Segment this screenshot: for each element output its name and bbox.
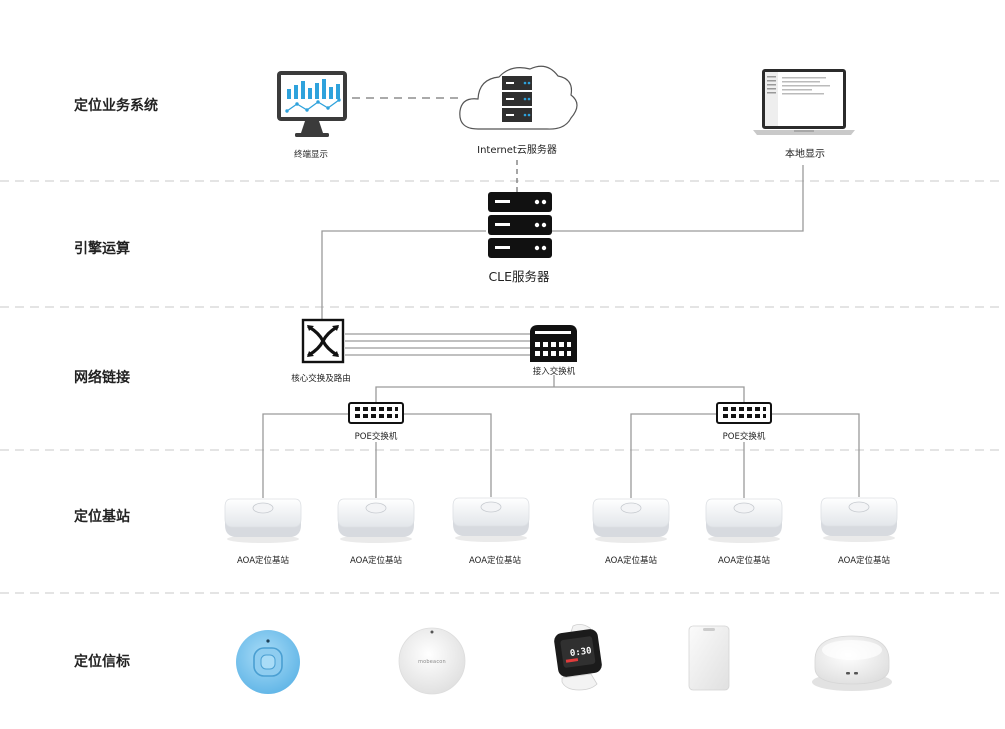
layer-label-station: 定位基站 (74, 508, 130, 525)
layer-label-business: 定位业务系统 (74, 97, 158, 114)
beacon-brand-text: mobeacon (418, 659, 446, 665)
poe-switch-icon (348, 402, 404, 424)
blue-button-beacon-icon (236, 630, 300, 694)
connection-lines (262, 97, 860, 498)
puck-beacon-icon (812, 635, 892, 691)
core-switch-label: 核心交换及路由 (291, 373, 351, 384)
layer-label-beacon: 定位信标 (74, 653, 130, 670)
svg-text:0:30: 0:30 (569, 646, 592, 659)
base-station-label: AOA定位基站 (237, 555, 290, 566)
base-station-icon (820, 497, 898, 543)
cle-server-icon (488, 192, 552, 258)
terminal-display-label: 终端显示 (294, 149, 328, 160)
poe-switch-label: POE交换机 (723, 431, 766, 442)
access-switch-label: 接入交换机 (533, 366, 576, 377)
layer-separators (0, 180, 1005, 594)
access-switch-icon (530, 325, 577, 362)
base-station-icon (452, 497, 530, 543)
base-station-icon (592, 498, 670, 544)
layer-label-engine: 引擎运算 (74, 240, 130, 257)
base-station-label: AOA定位基站 (718, 555, 771, 566)
base-station-label: AOA定位基站 (605, 555, 658, 566)
base-station-icon (705, 498, 783, 544)
cle-server-label: CLE服务器 (488, 269, 550, 284)
base-station-label: AOA定位基站 (469, 555, 522, 566)
base-station-label: AOA定位基站 (350, 555, 403, 566)
wristband-beacon-icon: 0:30 (554, 624, 602, 691)
poe-switch-label: POE交换机 (355, 431, 398, 442)
laptop-icon (753, 69, 855, 135)
base-station-label: AOA定位基站 (838, 555, 891, 566)
round-white-beacon-icon: mobeacon (398, 627, 466, 695)
cloud-server-icon (459, 65, 578, 130)
base-station-icon (337, 498, 415, 544)
base-station-icon (224, 498, 302, 544)
core-switch-icon (301, 318, 345, 364)
card-beacon-icon (688, 625, 730, 691)
local-display-label: 本地显示 (785, 147, 825, 160)
poe-switch-icon (716, 402, 772, 424)
layer-label-network: 网络链接 (74, 369, 130, 386)
cloud-server-label: Internet云服务器 (477, 143, 557, 156)
monitor-icon (277, 71, 347, 137)
